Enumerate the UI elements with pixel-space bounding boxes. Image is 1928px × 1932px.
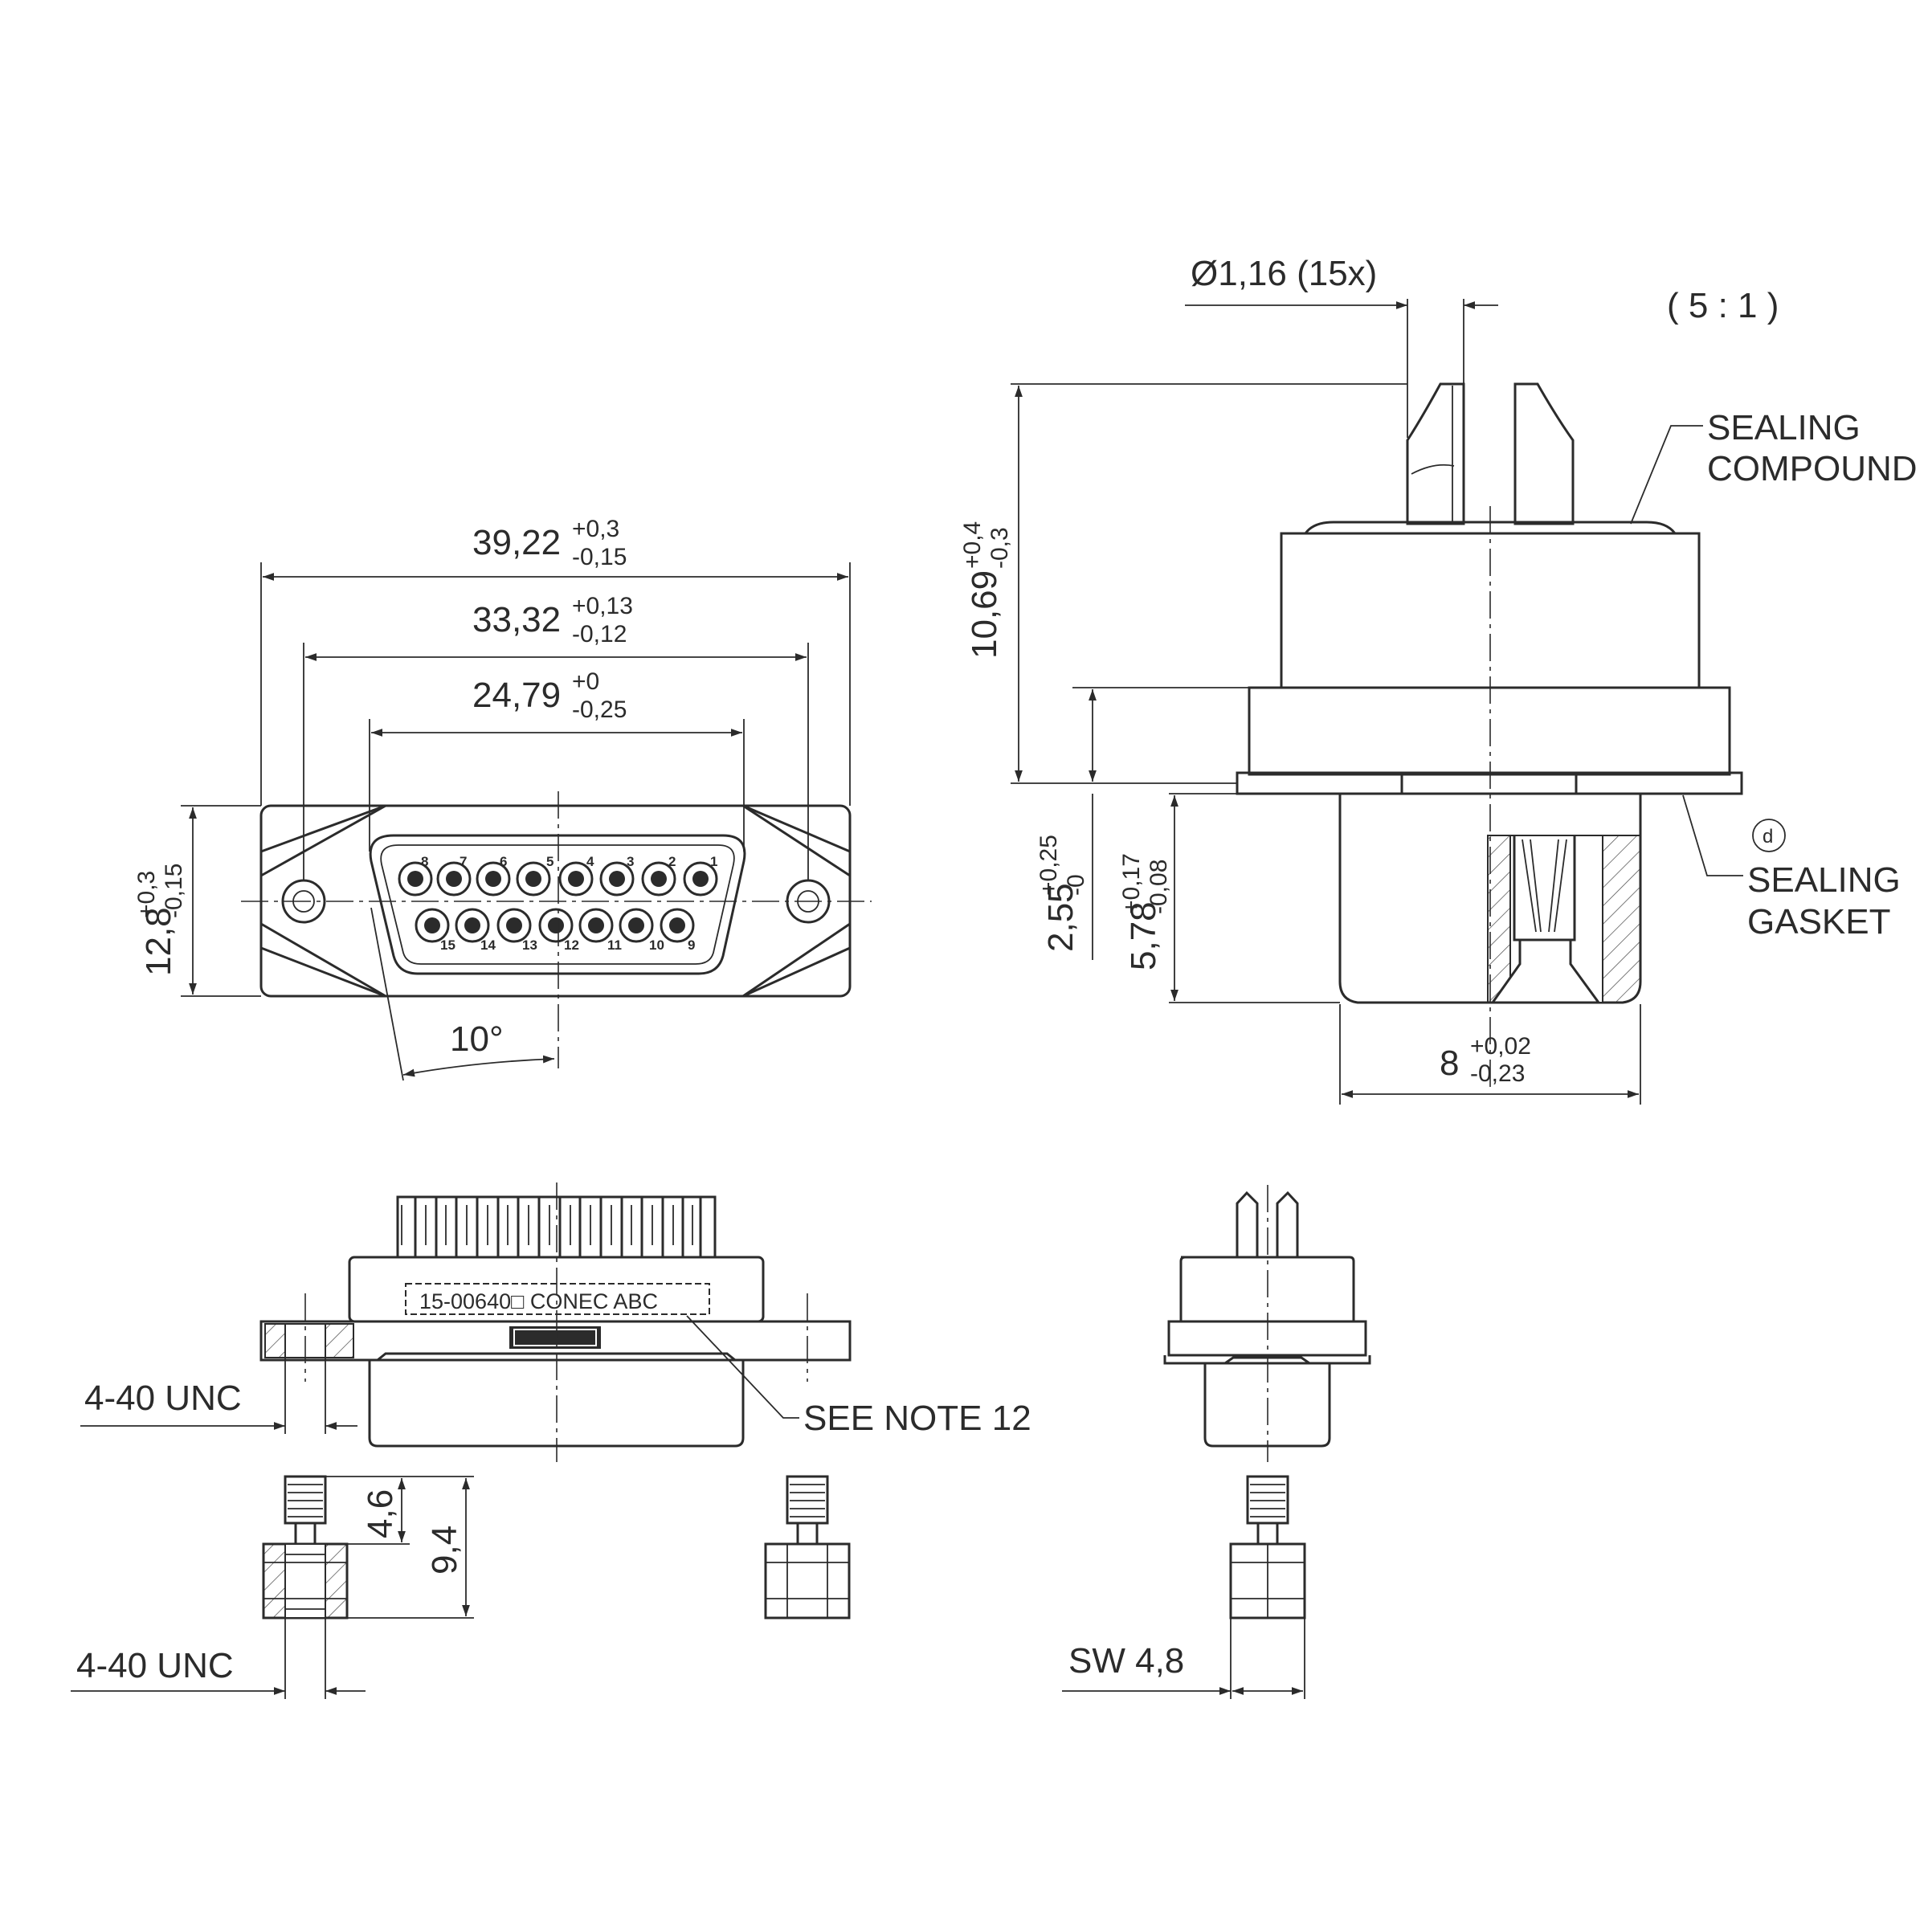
svg-text:4: 4 — [586, 854, 594, 869]
dim-angle: 10° — [450, 1019, 504, 1059]
dim-shell-width: 24,79 — [472, 676, 561, 715]
svg-text:+0,17: +0,17 — [1118, 853, 1145, 914]
svg-text:15: 15 — [440, 937, 455, 953]
label-see-note: SEE NOTE 12 — [803, 1399, 1031, 1438]
svg-text:10,69: 10,69 — [965, 570, 1004, 659]
label-sealing-compound-1: SEALING — [1707, 408, 1861, 447]
jackscrew-left — [262, 1475, 349, 1620]
svg-text:+0,3: +0,3 — [133, 871, 160, 918]
svg-text:+0,02: +0,02 — [1470, 1033, 1531, 1060]
svg-text:-0,15: -0,15 — [572, 544, 627, 570]
dim-overall-width: 39,22 — [472, 523, 561, 562]
svg-text:8: 8 — [421, 854, 428, 869]
svg-text:-0,08: -0,08 — [1146, 860, 1172, 914]
solder-cup-right — [1513, 382, 1575, 525]
svg-text:12: 12 — [564, 937, 579, 953]
dim-total-length: 9,4 — [425, 1526, 464, 1575]
dim-overall-height: 10,69 +0,4 -0,3 — [959, 521, 1013, 659]
svg-text:+0,25: +0,25 — [1035, 835, 1062, 896]
dim-shell-width: 8 — [1440, 1044, 1459, 1083]
svg-text:-0,23: -0,23 — [1470, 1060, 1525, 1087]
dim-pin-diameter: Ø1,16 (15x) — [1191, 254, 1377, 293]
front-view: 8 7 6 5 4 3 2 1 15 14 13 12 11 10 9 — [133, 516, 872, 1081]
svg-text:-0,15: -0,15 — [161, 864, 187, 918]
svg-text:9: 9 — [688, 937, 695, 953]
svg-text:13: 13 — [522, 937, 537, 953]
svg-text:7: 7 — [460, 854, 467, 869]
socket-contact — [1490, 835, 1601, 1004]
top-view: 15-00640□ CONEC ABC 4-40 UNC SEE NOTE 12 — [71, 1182, 1031, 1699]
svg-text:-0: -0 — [1063, 874, 1089, 896]
svg-text:9,4: 9,4 — [425, 1526, 464, 1575]
dim-flange-height: 12,8 +0,3 -0,15 — [133, 864, 187, 976]
dim-screw-length: 4,6 — [361, 1489, 400, 1538]
svg-text:11: 11 — [607, 937, 622, 953]
contact-row-bottom — [415, 908, 695, 943]
label-wrench-size: SW 4,8 — [1068, 1641, 1184, 1681]
svg-text:1: 1 — [710, 854, 717, 869]
note-callout-d: d — [1763, 826, 1773, 848]
scale-label: ( 5 : 1 ) — [1667, 286, 1779, 325]
solder-cup-left — [1406, 382, 1465, 525]
svg-text:14: 14 — [480, 937, 496, 953]
svg-text:+0: +0 — [572, 668, 599, 695]
svg-text:2: 2 — [668, 854, 676, 869]
jackscrew-right — [764, 1475, 851, 1620]
label-thread-upper: 4-40 UNC — [84, 1379, 242, 1418]
label-sealing-gasket-1: SEALING — [1747, 860, 1901, 900]
marking-box — [405, 1283, 710, 1315]
svg-text:10: 10 — [649, 937, 664, 953]
svg-text:5,78: 5,78 — [1124, 901, 1163, 970]
svg-text:-0,3: -0,3 — [986, 527, 1013, 569]
label-thread-lower: 4-40 UNC — [76, 1646, 234, 1685]
svg-text:+0,13: +0,13 — [572, 593, 633, 619]
label-sealing-compound-2: COMPOUND — [1707, 449, 1918, 488]
label-sealing-gasket-2: GASKET — [1747, 902, 1891, 941]
svg-text:+0,4: +0,4 — [959, 521, 986, 569]
pin-numbers: 8 7 6 5 4 3 2 1 15 14 13 12 11 10 9 — [421, 854, 717, 953]
svg-text:5: 5 — [546, 854, 553, 869]
jackscrew-end — [1229, 1475, 1306, 1620]
side-flange — [1248, 686, 1731, 776]
dim-hole-spacing: 33,32 — [472, 600, 561, 639]
svg-text:+0,3: +0,3 — [572, 516, 619, 542]
end-view: SW 4,8 — [1062, 1185, 1371, 1699]
marking-text: 15-00640□ CONEC ABC — [419, 1289, 658, 1313]
dim-shell-depth: 5,78 +0,17 -0,08 — [1118, 853, 1172, 970]
top-flange — [259, 1320, 852, 1362]
svg-text:2,55: 2,55 — [1041, 883, 1080, 952]
svg-text:6: 6 — [500, 854, 507, 869]
contact-row-top — [398, 861, 718, 897]
svg-text:3: 3 — [627, 854, 634, 869]
svg-text:12,8: 12,8 — [139, 907, 178, 976]
svg-text:4,6: 4,6 — [361, 1489, 400, 1538]
side-section-view: Ø1,16 (15x) ( 5 : 1 ) 10,69 +0,4 -0,3 2,… — [959, 254, 1918, 1105]
svg-text:-0,25: -0,25 — [572, 696, 627, 723]
svg-text:-0,12: -0,12 — [572, 621, 627, 647]
dim-flange-thickness: 2,55 +0,25 -0 — [1035, 835, 1089, 952]
